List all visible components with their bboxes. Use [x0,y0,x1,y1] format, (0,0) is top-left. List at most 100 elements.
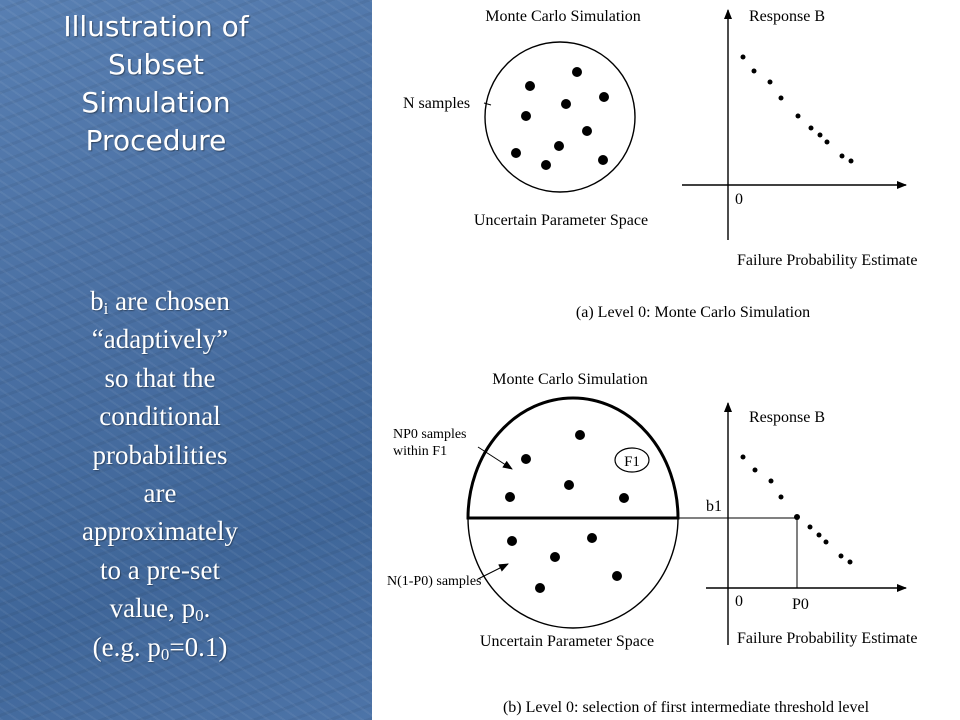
p0-subscript: 0 [195,606,204,626]
panel-a-samples-label: N samples [403,95,470,112]
response-point [816,532,822,538]
response-point [778,494,784,500]
text-l10b: =0.1) [169,631,228,662]
text-l9a: value, p [109,593,196,624]
panel-b-np0-label-line2: within F1 [393,444,447,459]
panel-b-space-label: Uncertain Parameter Space [480,633,654,650]
response-point [838,553,844,559]
sample-point [564,480,574,490]
response-point [795,113,801,119]
response-point-threshold [794,514,800,520]
response-point [848,158,854,164]
panel-b-failure-region-f1 [466,396,680,520]
text-l1: are chosen [108,286,230,316]
sample-point [572,67,582,77]
panel-a-x-axis-label: Failure Probability Estimate [737,252,917,269]
sample-point [535,583,545,593]
text-line-10: (e.g. p0=0.1) [0,628,320,666]
panel-a-parameter-space-circle [484,41,636,193]
panel-b-response-points [740,454,853,565]
i-subscript: i [103,299,109,318]
subset-simulation-diagram: Monte Carlo Simulation N samples Uncerta… [387,8,917,716]
text-line-3: so that the [104,362,216,393]
panel-b-f1-label: F1 [624,454,640,470]
sample-point [582,126,592,136]
panel-a-samples-pointer [483,102,492,106]
panel-a-response-points [740,54,854,164]
response-point [767,79,773,85]
response-point [778,95,784,101]
title-line-3: Simulation [81,86,231,119]
response-point [807,524,813,530]
panel-b-lower-region [467,517,679,629]
text-line-4: conditional [99,401,221,432]
response-point [839,153,845,159]
panel-b-f1-marker [614,447,650,473]
sample-point [612,571,622,581]
sample-point [599,92,609,102]
sample-point [587,533,597,543]
panel-b-n1p0-label: N(1-P0) samples [387,574,482,589]
panel-b-origin-label: 0 [735,593,743,610]
sample-point [511,148,521,158]
sample-point [575,430,585,440]
panel-b-np0-arrow [477,446,513,470]
text-l9b: . [203,593,211,624]
sample-point [507,536,517,546]
panel-a-origin-label: 0 [735,191,743,208]
panel-a-space-label: Uncertain Parameter Space [474,212,648,229]
response-point [847,559,853,565]
panel-b-x-axis-label: Failure Probability Estimate [737,630,917,647]
sample-point [521,454,531,464]
panel-a-caption: (a) Level 0: Monte Carlo Simulation [576,304,810,321]
sample-point [541,160,551,170]
slide-sidebar: Illustration of Subset Simulation Proced… [0,0,372,720]
response-point [751,68,757,74]
title-line-2: Subset [107,48,205,81]
response-point [740,454,746,460]
sidebar-texture [0,0,372,720]
text-line-2: “adaptively” [91,324,229,355]
panel-a-sample-points [511,67,609,170]
text-line-6: are [143,478,177,509]
p0-subscript-2: 0 [160,644,170,664]
text-line-8: to a pre-set [100,554,220,585]
sample-point [550,552,560,562]
panel-b: Monte Carlo Simulation F1 NP0 samples wi… [387,371,917,716]
text-l10a: (e.g. p [92,631,161,662]
title-line-4: Procedure [85,124,227,157]
explanation-text: bi are chosen “adaptively” so that the c… [0,282,320,666]
b-symbol: b [90,286,104,316]
sample-point [561,99,571,109]
response-point [824,139,830,145]
response-point [823,539,829,545]
sample-point [598,155,608,165]
sample-point [619,493,629,503]
response-point [768,478,774,484]
text-line-5: probabilities [92,439,228,470]
panel-a-circle-title: Monte Carlo Simulation [485,8,641,25]
title-line-1: Illustration of [63,10,249,43]
text-line-7: approximately [82,516,238,547]
response-point [740,54,746,60]
sample-point [505,492,515,502]
panel-b-circle-title: Monte Carlo Simulation [492,371,648,388]
text-line-9: value, p0. [0,589,320,627]
text-line-1: bi are chosen [0,282,320,320]
panel-a: Monte Carlo Simulation N samples Uncerta… [403,8,917,321]
panel-b-b1-label: b1 [706,498,722,515]
sample-point [554,141,564,151]
sample-point [521,111,531,121]
panel-b-np0-label-line1: NP0 samples [393,427,467,442]
response-point [817,132,823,138]
panel-b-sample-points [505,430,629,593]
response-point [808,125,814,131]
panel-b-y-axis-label: Response B [749,409,825,426]
panel-a-y-axis-label: Response B [749,8,825,25]
sample-point [525,81,535,91]
panel-b-caption: (b) Level 0: selection of first intermed… [503,699,870,716]
panel-b-p0-label: P0 [792,596,809,613]
slide-title: Illustration of Subset Simulation Proced… [0,8,312,160]
panel-b-n1p0-arrow [477,563,509,580]
response-point [752,467,758,473]
